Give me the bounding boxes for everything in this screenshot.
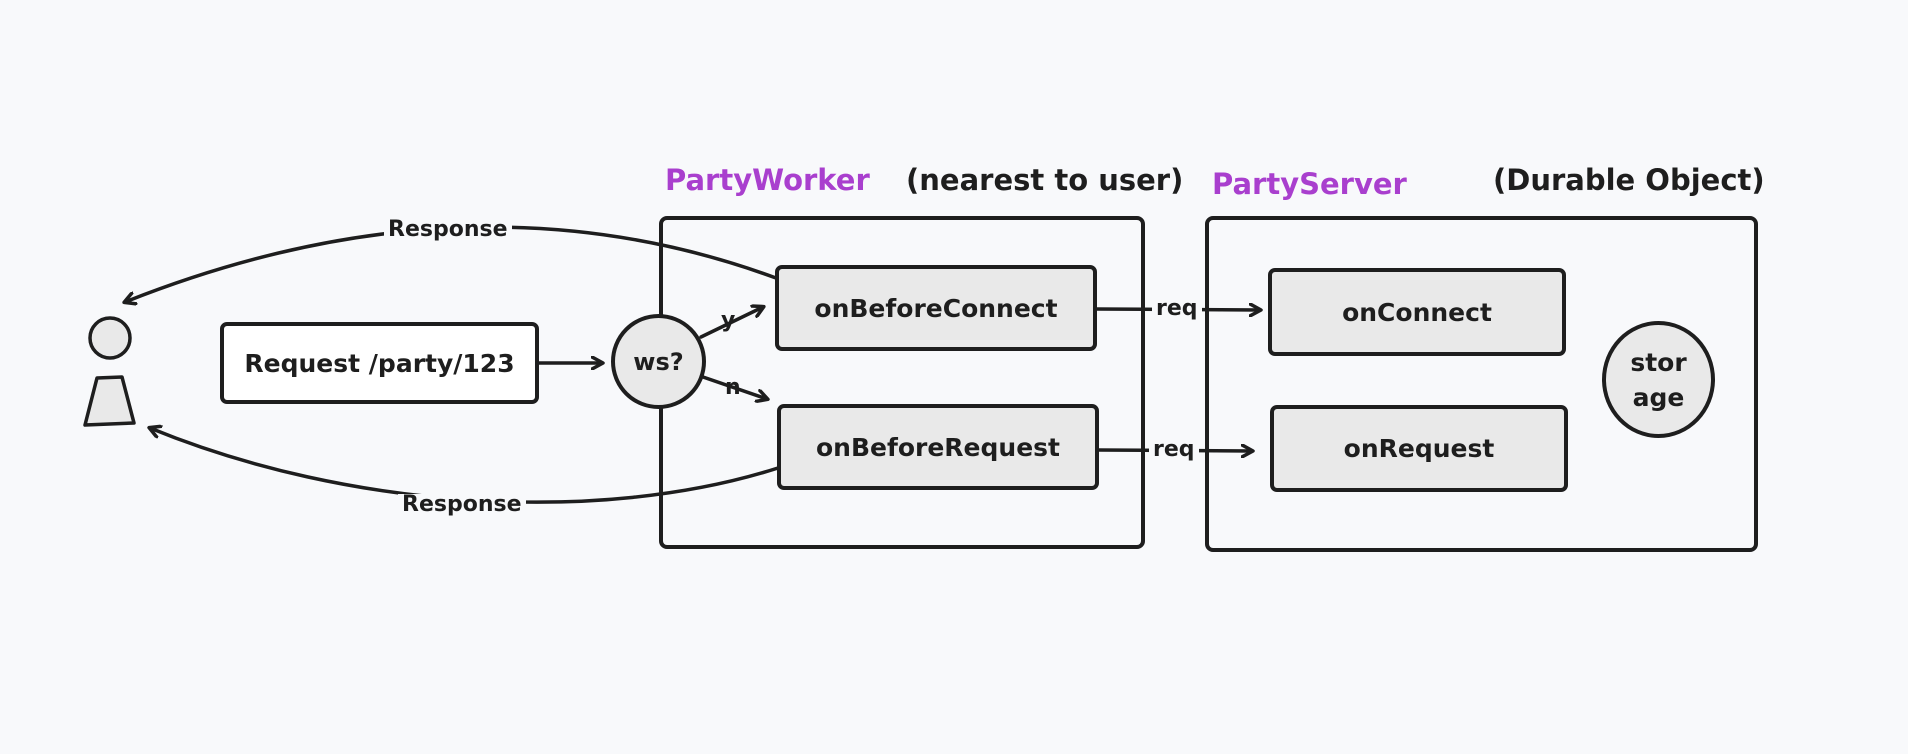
request-label: Request /party/123 [244,348,515,378]
on-connect-node: onConnect [1268,268,1566,356]
worker-subtitle: (nearest to user) [906,163,1184,197]
on-before-request-node: onBeforeRequest [777,404,1099,490]
on-connect-label: onConnect [1342,297,1492,327]
storage-node: stor age [1602,321,1715,438]
on-request-node: onRequest [1270,405,1568,492]
server-container [1205,216,1758,552]
response-top-label: Response [384,219,512,241]
yes-arrow [699,307,763,339]
on-before-connect-label: onBeforeConnect [814,293,1058,323]
request-box: Request /party/123 [220,322,539,404]
server-subtitle: (Durable Object) [1493,163,1765,197]
storage-label-line2: age [1632,382,1685,412]
no-label: n [725,375,741,400]
user-icon [83,316,136,427]
on-before-connect-node: onBeforeConnect [775,265,1097,351]
req-top-label: req [1152,298,1202,320]
on-request-label: onRequest [1343,434,1495,463]
worker-title: PartyWorker [665,163,870,197]
decision-label: ws? [633,347,684,376]
no-arrow [701,375,767,399]
server-title: PartyServer [1212,167,1407,201]
req-bottom-label: req [1149,439,1199,461]
on-before-request-label: onBeforeRequest [815,432,1060,462]
response-bottom-label: Response [398,494,526,516]
storage-label-line1: stor [1630,347,1687,377]
yes-label: y [721,308,736,333]
ws-decision: ws? [611,314,706,409]
